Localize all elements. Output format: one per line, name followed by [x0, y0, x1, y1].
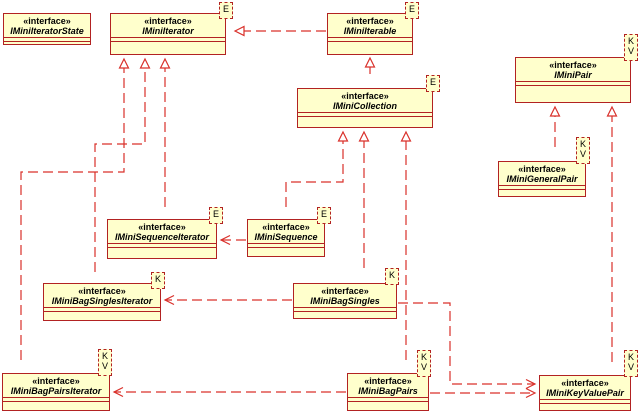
- type-parameter-e: E: [429, 77, 436, 87]
- type-parameter-v: V: [627, 46, 634, 56]
- type-parameter-box: K V: [417, 350, 431, 377]
- edge-kvpair-to-pair: [606, 105, 618, 362]
- type-parameter-k: K: [388, 270, 395, 280]
- type-parameter-k: K: [420, 352, 427, 362]
- edge-bpiter-to-iterator: [20, 57, 130, 360]
- class-iminigeneralpair[interactable]: «interface»IMiniGeneralPair: [498, 161, 586, 197]
- class-name: IMiniIterable: [343, 26, 397, 36]
- class-iminipair[interactable]: «interface»IMiniPair: [515, 57, 631, 103]
- class-name: IMiniBagPairs: [358, 386, 418, 396]
- stereotype-label: «interface»: [549, 60, 597, 70]
- type-parameter-v: V: [420, 362, 427, 372]
- stereotype-label: «interface»: [262, 222, 310, 232]
- edge-iterable-to-iterator: [233, 25, 326, 37]
- stereotype-label: «interface»: [138, 222, 186, 232]
- stereotype-label: «interface»: [346, 16, 394, 26]
- class-iminisequence[interactable]: «interface»IMiniSequence: [247, 219, 325, 257]
- edge-sequence-to-collection: [285, 130, 349, 207]
- class-iminiiterator[interactable]: «interface»IMiniIterator: [110, 13, 226, 55]
- type-parameter-box: E: [219, 2, 233, 19]
- type-parameter-box: K: [385, 268, 399, 285]
- type-parameter-box: E: [209, 207, 223, 224]
- type-parameter-box: K V: [624, 34, 638, 61]
- type-parameter-v: V: [627, 362, 634, 372]
- class-name: IMiniSequenceIterator: [114, 232, 210, 242]
- type-parameter-box: E: [317, 207, 331, 224]
- edge-bagsingles-to-bsiter: [163, 294, 292, 306]
- stereotype-label: «interface»: [518, 164, 566, 174]
- stereotype-label: «interface»: [32, 376, 80, 386]
- edge-collection-to-iterable: [364, 56, 376, 74]
- type-parameter-v: V: [579, 149, 586, 159]
- class-name: IMiniGeneralPair: [506, 174, 578, 184]
- stereotype-label: «interface»: [364, 376, 412, 386]
- class-iminiiterable[interactable]: «interface»IMiniIterable: [327, 13, 413, 55]
- class-name: IMiniIterator: [142, 26, 194, 36]
- edge-bagpairs-to-collection: [400, 130, 412, 360]
- edge-bagpairs-to-kvpair: [430, 387, 537, 399]
- type-parameter-k: K: [154, 274, 161, 284]
- stereotype-label: «interface»: [561, 378, 609, 388]
- class-iminibagsinglesiterator[interactable]: «interface»IMiniBagSinglesIterator: [43, 283, 161, 321]
- edge-bagpairs-to-bpiter: [112, 386, 346, 398]
- edge-bagsingles-to-kvpair: [398, 302, 537, 390]
- class-name: IMiniPair: [554, 70, 592, 80]
- class-iminiiteratorstate[interactable]: «interface»IMiniIteratorState: [3, 13, 91, 45]
- type-parameter-box: E: [405, 2, 419, 19]
- class-name: IMiniBagPairsIterator: [10, 386, 102, 396]
- type-parameter-box: E: [426, 75, 440, 92]
- class-iminisequenceiterator[interactable]: «interface»IMiniSequenceIterator: [107, 219, 217, 259]
- class-name: IMiniKeyValuePair: [546, 388, 624, 398]
- stereotype-label: «interface»: [341, 91, 389, 101]
- stereotype-label: «interface»: [144, 16, 192, 26]
- class-iminicollection[interactable]: «interface»IMiniCollection: [297, 88, 433, 128]
- type-parameter-e: E: [222, 4, 229, 14]
- type-parameter-k: K: [579, 139, 586, 149]
- stereotype-label: «interface»: [321, 286, 369, 296]
- class-name: IMiniBagSingles: [310, 296, 380, 306]
- type-parameter-k: K: [101, 351, 108, 361]
- class-iminikeyvaluepair[interactable]: «interface»IMiniKeyValuePair: [539, 375, 631, 411]
- class-name: IMiniBagSinglesIterator: [51, 296, 153, 306]
- stereotype-label: «interface»: [78, 286, 126, 296]
- class-iminibagsingles[interactable]: «interface»IMiniBagSingles: [293, 283, 397, 319]
- type-parameter-e: E: [408, 4, 415, 14]
- type-parameter-k: K: [627, 36, 634, 46]
- type-parameter-box: K V: [624, 350, 638, 377]
- type-parameter-e: E: [212, 209, 219, 219]
- type-parameter-box: K V: [98, 349, 112, 376]
- class-name: IMiniIteratorState: [10, 26, 84, 36]
- edge-general-to-pair: [549, 105, 561, 147]
- edge-bagsingles-to-collection: [358, 130, 370, 268]
- edge-bsiter-to-iterator: [94, 57, 151, 272]
- stereotype-label: «interface»: [23, 16, 71, 26]
- type-parameter-box: K V: [576, 137, 590, 164]
- class-name: IMiniSequence: [254, 232, 318, 242]
- type-parameter-k: K: [627, 352, 634, 362]
- class-iminibagpairsiterator[interactable]: «interface»IMiniBagPairsIterator: [2, 373, 110, 411]
- class-name: IMiniCollection: [333, 101, 397, 111]
- edge-sequence-to-seqiter: [219, 234, 246, 246]
- type-parameter-v: V: [101, 361, 108, 371]
- edge-seqiter-to-iterator: [159, 57, 171, 207]
- class-iminibagpairs[interactable]: «interface»IMiniBagPairs: [347, 373, 429, 411]
- type-parameter-e: E: [320, 209, 327, 219]
- type-parameter-box: K: [151, 272, 165, 289]
